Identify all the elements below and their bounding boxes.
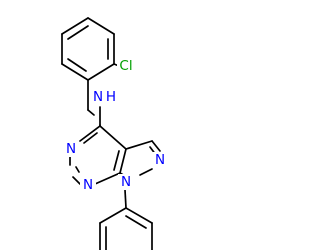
atom-pyrimidine-n3: N bbox=[63, 141, 79, 157]
atom-pyrimidine-n1: N bbox=[80, 177, 96, 193]
pyrazole-n1-label: N bbox=[121, 174, 131, 190]
pyrimidine-ring bbox=[69, 125, 127, 185]
pyrazole-n2-label: N bbox=[155, 152, 165, 168]
atom-amine-n: N H bbox=[91, 89, 119, 105]
atom-chlorine: Cl bbox=[117, 58, 135, 74]
ch2-n-bond bbox=[87, 109, 95, 116]
nh-h-label: H bbox=[106, 89, 116, 105]
phenyl-ring bbox=[99, 207, 153, 250]
n-phenyl-bond bbox=[124, 189, 127, 209]
cl-label: Cl bbox=[119, 58, 132, 74]
nh-n-label: N bbox=[93, 89, 103, 105]
n3-label: N bbox=[66, 141, 76, 157]
atom-pyrazole-n1: N bbox=[118, 174, 134, 190]
atom-pyrazole-n2: N bbox=[152, 152, 168, 168]
chlorophenyl-ring bbox=[61, 17, 115, 81]
chemical-structure-drawing: Cl N H N N N N bbox=[61, 17, 168, 250]
n1-label: N bbox=[83, 177, 93, 193]
